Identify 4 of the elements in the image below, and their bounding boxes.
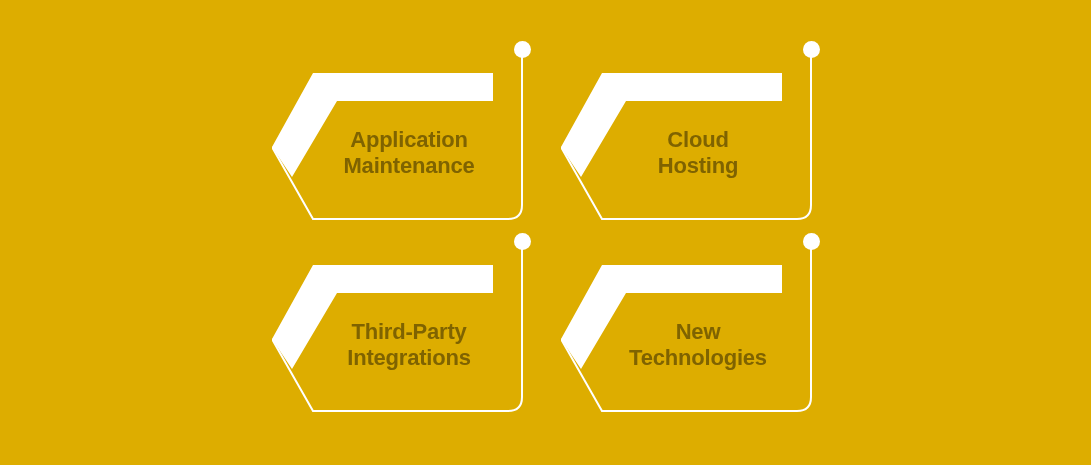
card-title: Third-Party Integrations — [346, 319, 472, 371]
card-title: Cloud Hosting — [656, 127, 740, 179]
card-title: Application Maintenance — [342, 127, 476, 179]
card-title: New Technologies — [628, 319, 768, 371]
